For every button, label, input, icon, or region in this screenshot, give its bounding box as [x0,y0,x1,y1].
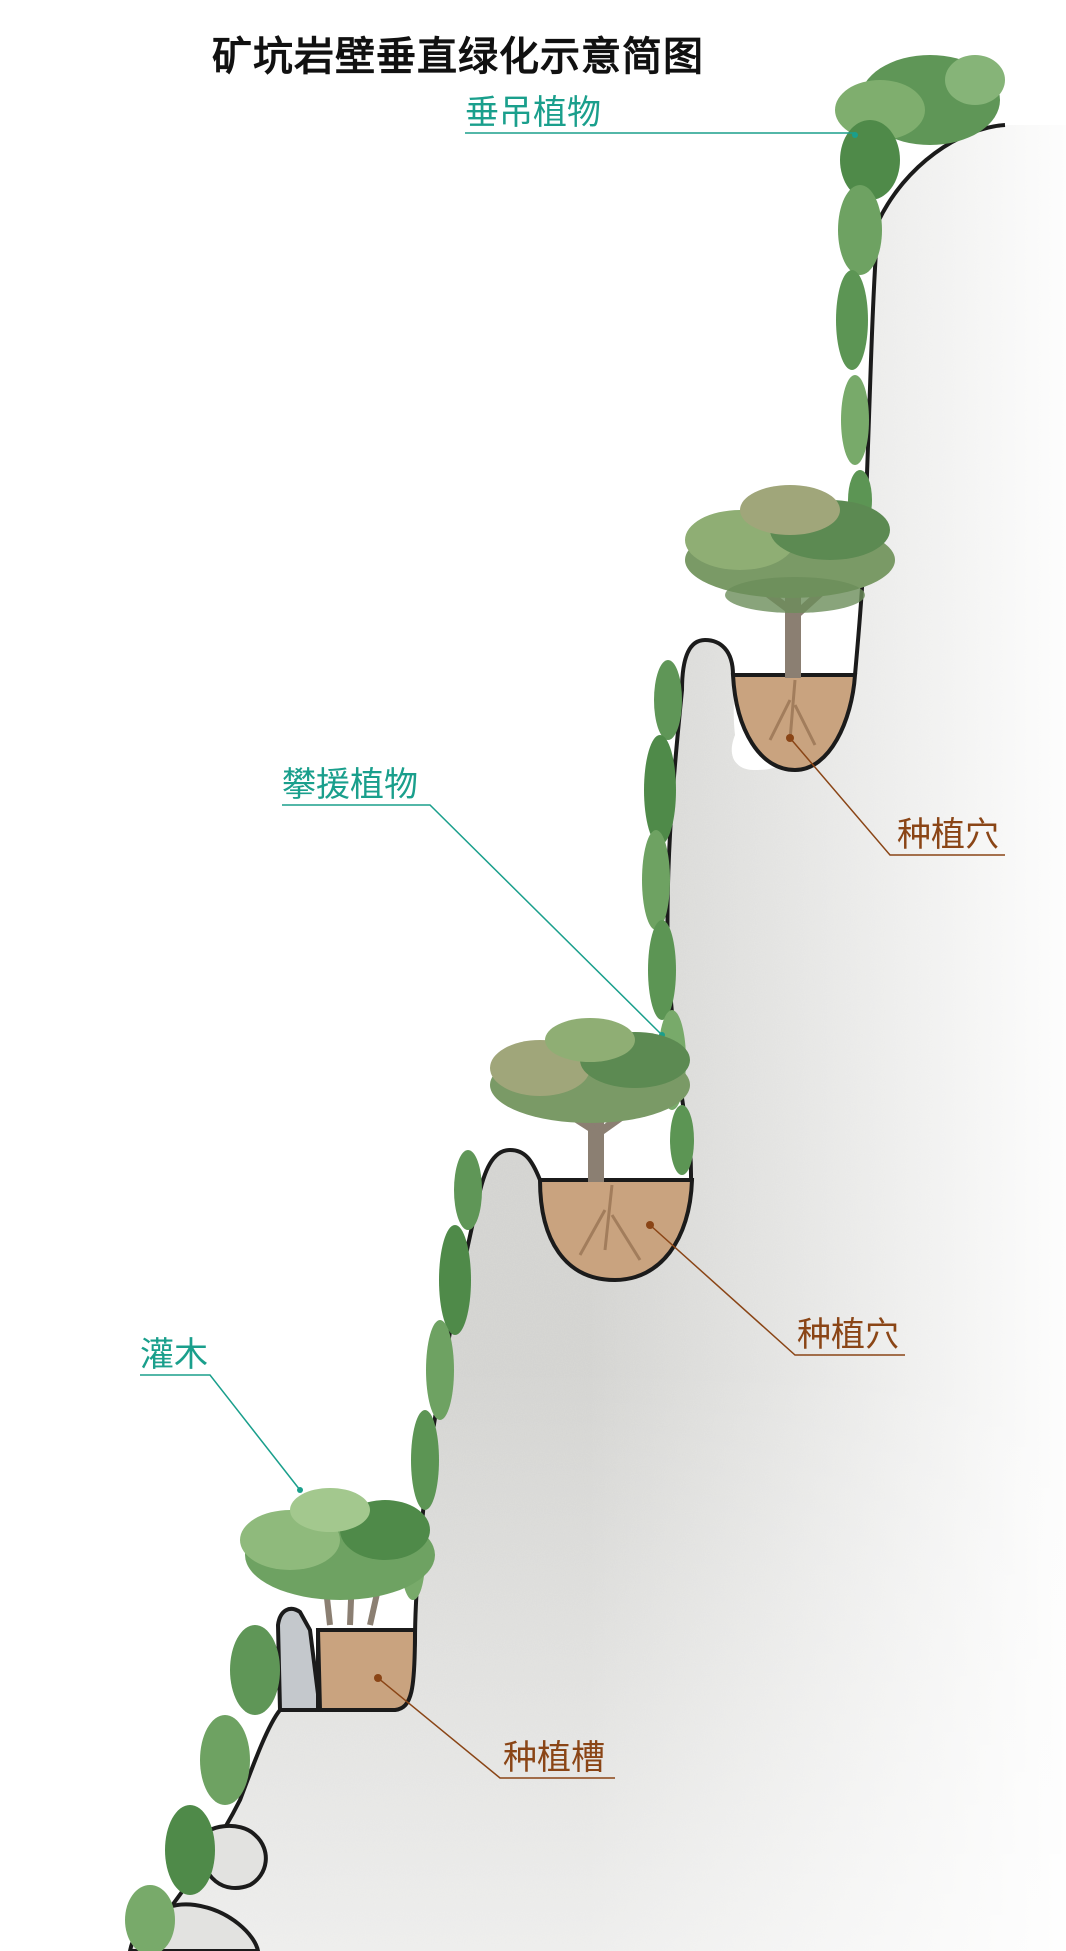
label-climbing-plants: 攀援植物 [282,768,418,802]
label-shrub: 灌木 [140,1338,208,1372]
label-planting-trough: 种植槽 [503,1741,605,1775]
label-planting-hole-middle: 种植穴 [797,1318,899,1352]
label-hanging-plants: 垂吊植物 [465,96,601,130]
label-planting-hole-upper: 种植穴 [897,818,999,852]
diagram-title: 矿坑岩壁垂直绿化示意简图 [212,24,704,82]
